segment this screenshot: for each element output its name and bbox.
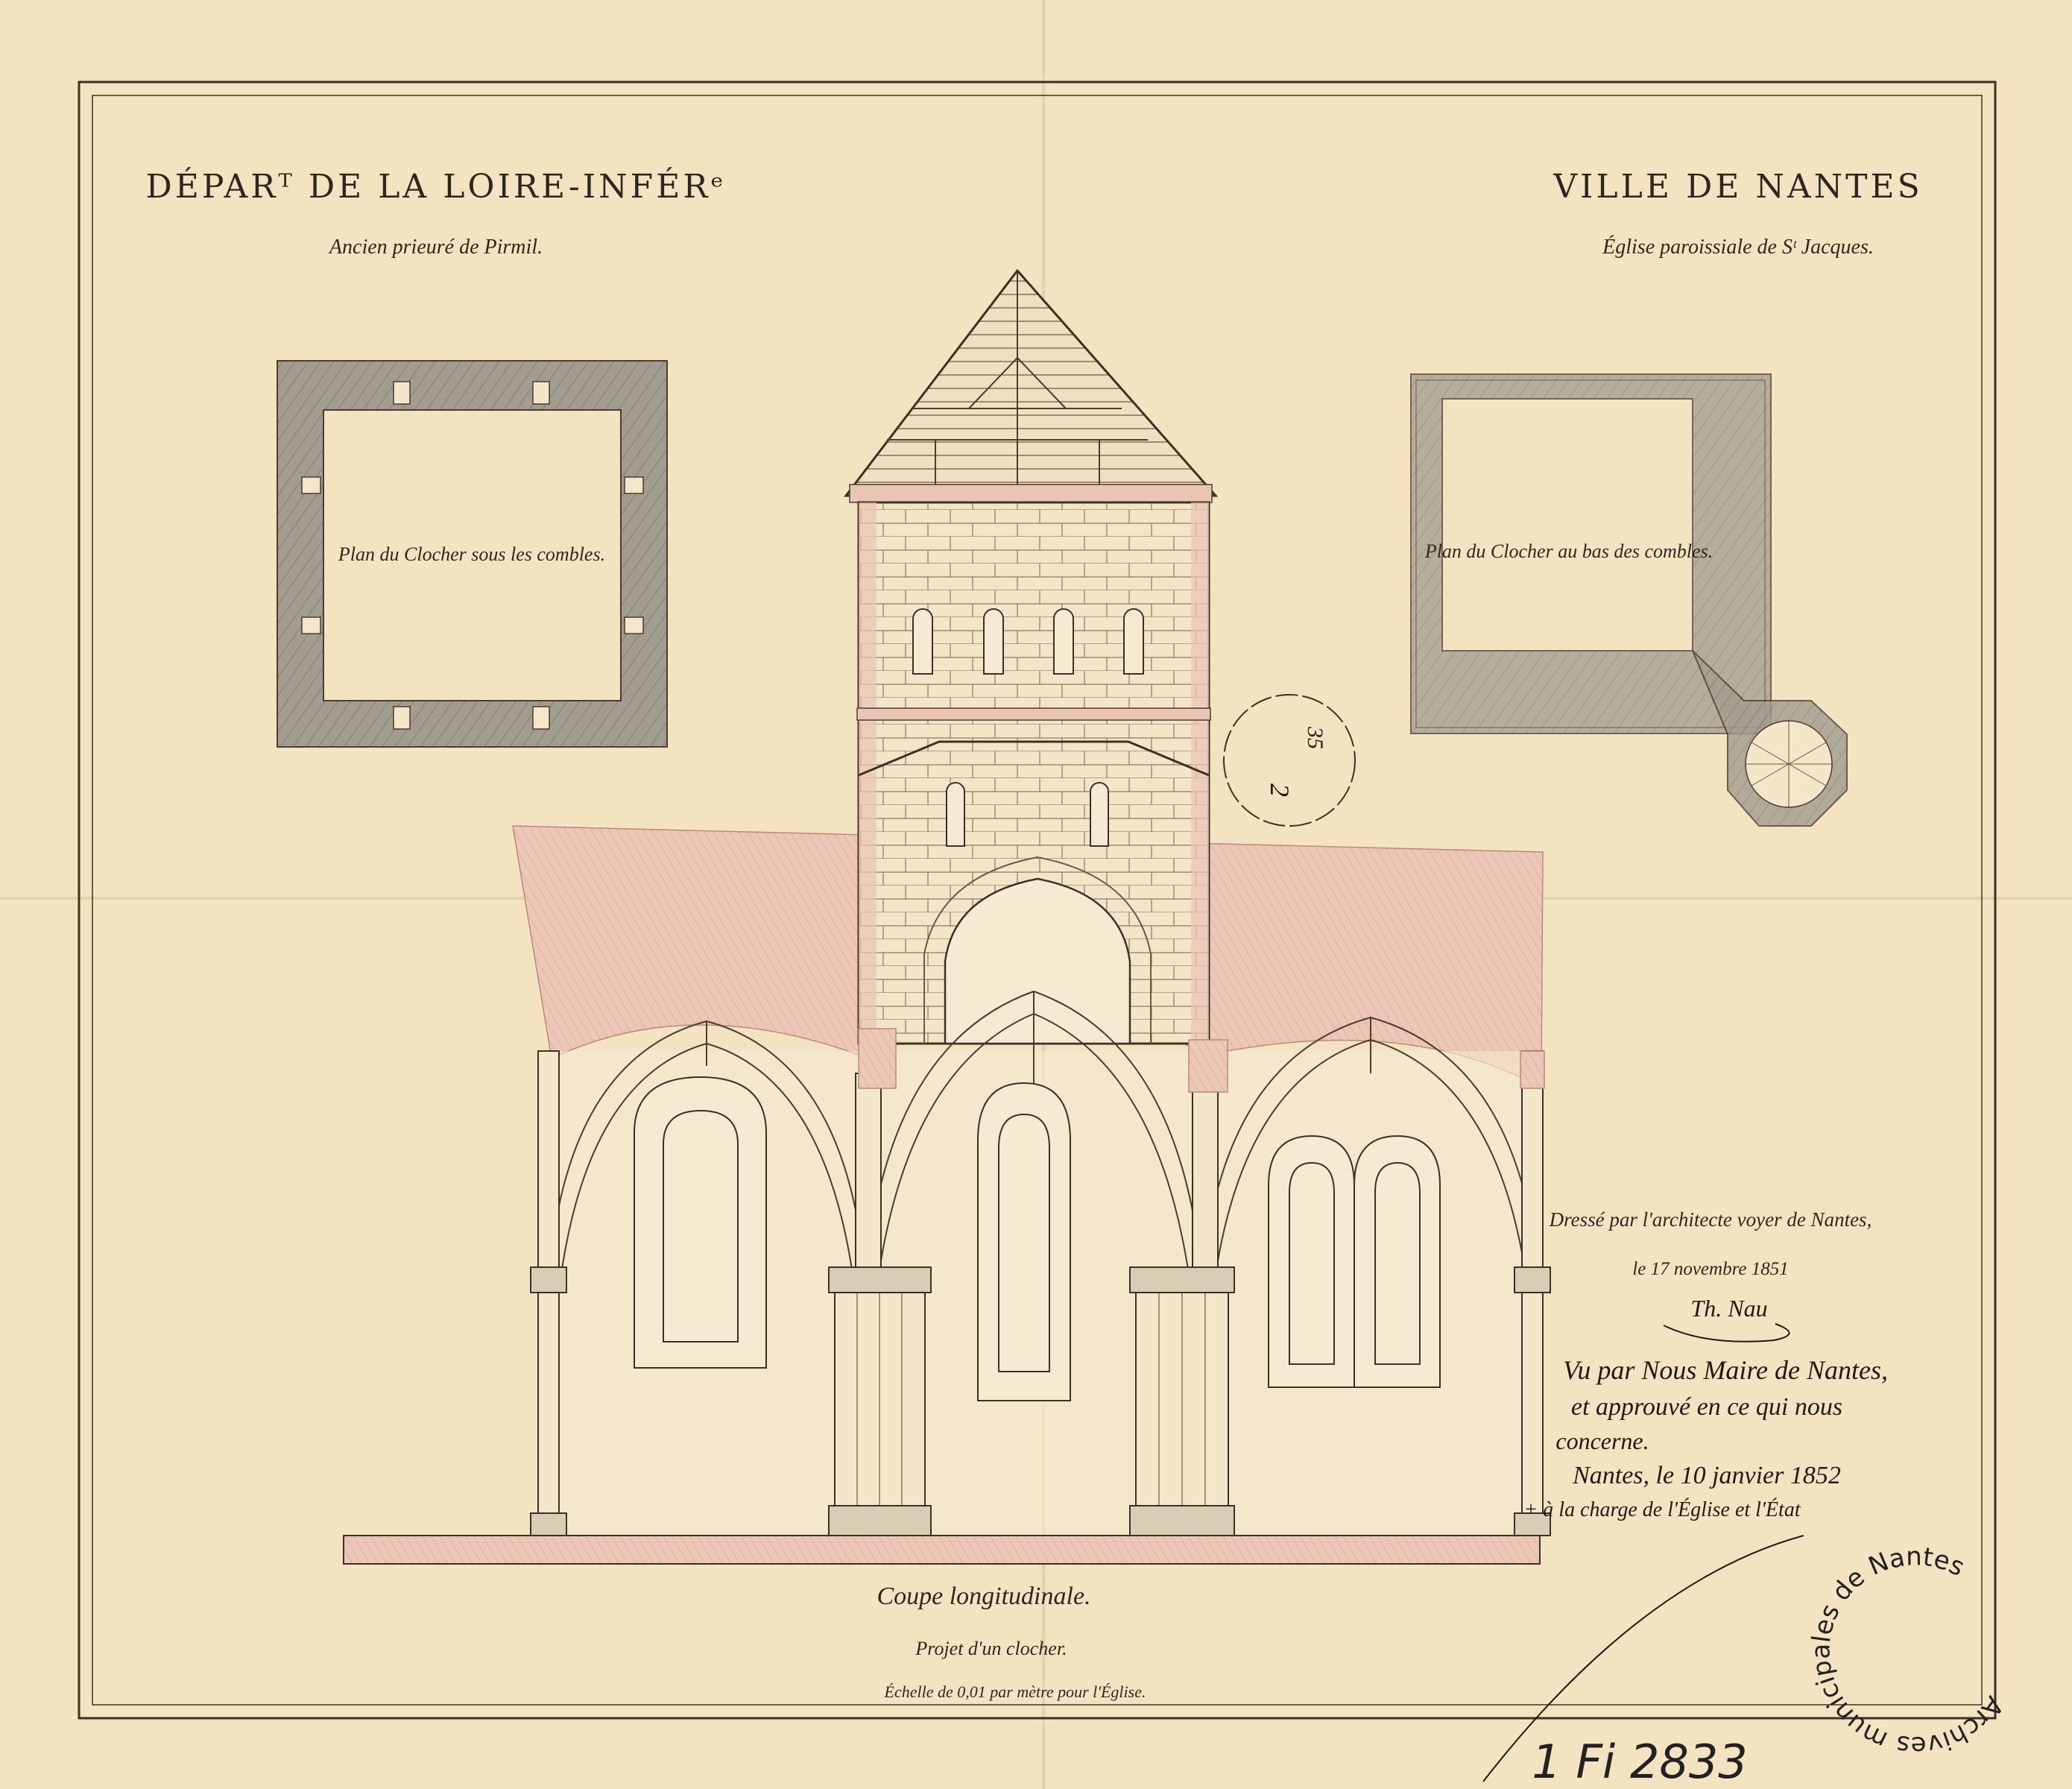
approval-line-3: concerne. [1555,1427,1649,1454]
tower-window [912,608,933,675]
section-scale: Échelle de 0,01 par mètre pour l'Église. [884,1682,1146,1701]
signature: Th. Nau [1690,1295,1767,1322]
right-title: VILLE DE NANTES [1553,168,1922,206]
right-subtitle: Église paroissiale de Sᵗ Jacques. [1602,236,1874,259]
left-plan-label: Plan du Clocher sous les combles. [338,543,605,565]
call-number: 1 Fi 2833 [1532,1735,1748,1789]
wax-seal: 35 2 [1223,694,1356,827]
approval-line-4: Nantes, le 10 janvier 1852 [1572,1462,1841,1489]
seal-number-top: 35 [1303,726,1327,749]
tower-window [1123,608,1144,675]
capital [1514,1266,1551,1293]
tower-window [983,608,1004,675]
approval-line-2: et approuvé en ce qui nous [1571,1393,1842,1421]
capital [828,1266,932,1293]
drawing-date: le 17 novembre 1851 [1632,1259,1788,1279]
ink-stroke [1482,1535,1804,1782]
tower-window [1053,608,1074,675]
left-subtitle: Ancien prieuré de Pirmil. [328,236,543,259]
seal-number-bottom: 2 [1265,783,1295,797]
plan-bell-tower-under-roof: Plan du Clocher sous les combles. [277,360,668,748]
section-state: Projet d'un clocher. [915,1638,1067,1659]
drawn-by: Dressé par l'architecte voyer de Nantes, [1549,1208,1872,1231]
bell-tower [843,268,1219,1045]
capital [530,1266,567,1293]
tower-window [946,782,965,847]
annotations: Dressé par l'architecte voyer de Nantes,… [1482,1208,1888,1782]
inner-border [92,95,1983,1706]
left-title: DÉPARᵀ DE LA LOIRE-INFÉRᵉ [146,166,727,206]
approval-line-5: + à la charge de l'Église et l'État [1523,1498,1801,1521]
tower-window [1090,782,1109,847]
tower-arch [944,877,1131,1045]
nave-section [343,990,1551,1565]
floor [343,1535,1541,1565]
approval-line-1: Vu par Nous Maire de Nantes, [1563,1355,1888,1385]
outer-border [78,81,1997,1720]
capital [1129,1266,1235,1293]
right-plan-label: Plan du Clocher au bas des combles. [1424,540,1713,562]
section-caption: Coupe longitudinale. [877,1583,1090,1610]
plan-bell-tower-roof-base: Plan du Clocher au bas des combles. [1410,373,1848,827]
